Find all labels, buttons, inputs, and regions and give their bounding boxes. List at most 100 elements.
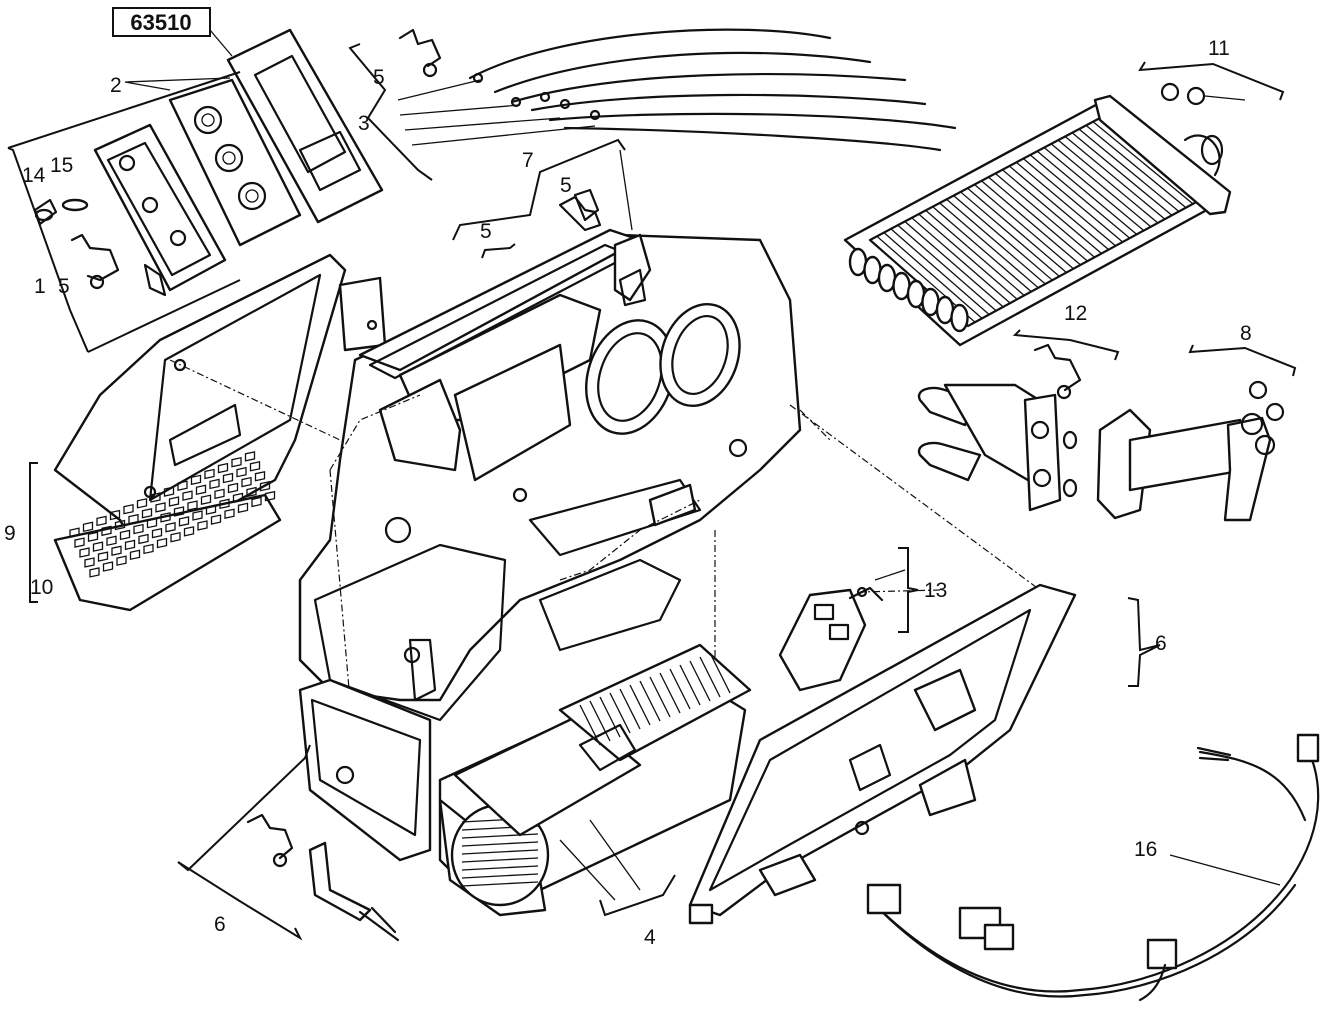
grille-cell <box>141 508 153 519</box>
grille-cell <box>177 480 188 491</box>
heater-matrix <box>843 94 1232 347</box>
grille-cell <box>214 488 225 500</box>
grille-cell <box>84 557 95 568</box>
grille-cell <box>205 504 217 515</box>
grille-cell <box>69 527 80 538</box>
clip-part-15 <box>61 198 89 212</box>
grille-cell <box>109 509 121 521</box>
control-knob-panel <box>168 78 302 247</box>
grille-cell <box>101 525 112 537</box>
callout-16: 16 <box>1134 838 1157 861</box>
callout-3: 3 <box>358 112 370 135</box>
grille-cell <box>79 547 90 558</box>
grille-cell <box>151 527 163 539</box>
grille-cell <box>168 496 180 507</box>
callout-15: 15 <box>50 154 73 177</box>
grille-cell <box>143 543 154 555</box>
grille-cell <box>222 472 234 484</box>
fan-slat <box>679 664 701 706</box>
grille-cell <box>170 531 181 543</box>
fan-slat <box>669 668 691 710</box>
heater-matrix-fin <box>897 224 997 312</box>
heater-matrix-fin <box>1029 154 1131 239</box>
grille-cell <box>190 474 202 486</box>
bracket-clip-12 <box>1033 343 1082 400</box>
grille-cell <box>236 466 247 478</box>
heater-housing <box>298 188 802 722</box>
heater-tube-end <box>950 303 969 333</box>
heater-matrix-fin <box>1078 128 1180 212</box>
grille-cell <box>251 496 262 508</box>
heater-matrix-fin <box>1050 143 1152 228</box>
heater-matrix-fin <box>967 187 1067 274</box>
heater-matrix-fin <box>925 209 1025 296</box>
grille-cell <box>165 522 176 533</box>
blower-slat <box>461 873 539 879</box>
reference-number-box: 63510 <box>112 7 211 37</box>
grille-cell <box>244 451 256 462</box>
heater-matrix-fin <box>1008 165 1110 251</box>
callout-4: 4 <box>644 926 656 949</box>
blower-housing <box>298 643 752 917</box>
grille-cell <box>217 462 229 474</box>
blower-slat <box>461 849 539 855</box>
grille-cell <box>209 478 220 490</box>
grille-cell <box>241 476 252 488</box>
blower-slat <box>461 865 539 871</box>
control-frame <box>93 123 227 297</box>
grille-cell <box>197 520 208 531</box>
grille-cell <box>136 498 148 509</box>
grille-cell <box>178 516 190 527</box>
grille-cell <box>183 526 195 537</box>
fan-slat <box>589 700 611 742</box>
grille-cell <box>182 490 193 501</box>
heater-matrix-fin <box>1022 158 1124 243</box>
heater-matrix-fin <box>953 195 1053 281</box>
heater-matrix-fin <box>1092 121 1194 205</box>
grille-cell <box>246 486 257 498</box>
blower-slat <box>461 833 539 839</box>
heater-matrix-fin <box>995 172 1095 258</box>
heater-matrix-fin <box>918 213 1018 300</box>
o-rings-11 <box>1160 82 1246 106</box>
clip-part-6 <box>246 813 294 868</box>
grille-cell <box>187 500 198 511</box>
grille-cell <box>232 492 244 504</box>
callout-5-top: 5 <box>373 66 385 89</box>
callout-9: 9 <box>4 522 16 545</box>
grille-cell <box>254 470 266 482</box>
fan-slat <box>599 696 621 738</box>
grille-cell <box>155 502 166 513</box>
callout-11: 11 <box>1208 37 1230 60</box>
heater-matrix-fin <box>960 191 1060 277</box>
callout-12: 12 <box>1064 302 1087 325</box>
grille-cell <box>200 494 212 505</box>
blower-slat <box>461 857 539 863</box>
grille-cell <box>74 537 85 548</box>
grille-cell <box>106 535 117 547</box>
fan-slat <box>619 688 641 730</box>
grille-cell <box>82 521 94 533</box>
grille-cell <box>89 567 100 578</box>
fan-slat <box>609 692 631 734</box>
fan-slat <box>629 684 651 726</box>
grille-cell <box>173 506 185 517</box>
air-duct-9 <box>53 253 387 557</box>
callout-10: 10 <box>30 576 53 599</box>
grille-cell <box>231 456 242 468</box>
switch-13 <box>778 586 884 692</box>
grille-cell <box>195 484 207 496</box>
heater-matrix-fin <box>883 232 983 319</box>
blower-slat <box>461 881 539 887</box>
grille-cell <box>116 555 127 566</box>
callout-labels: 1 2 3 4 5 5 5 5 6 6 7 8 9 10 11 12 13 14… <box>4 37 1252 949</box>
heater-matrix-fin <box>1015 161 1117 247</box>
fan-slat <box>579 704 601 746</box>
callout-1: 1 <box>34 275 46 298</box>
control-cables <box>397 28 957 152</box>
heater-matrix-fin <box>1085 124 1187 209</box>
grille-10 <box>53 451 282 612</box>
heater-matrix-fin <box>1071 132 1173 216</box>
grille-cell <box>264 490 276 502</box>
